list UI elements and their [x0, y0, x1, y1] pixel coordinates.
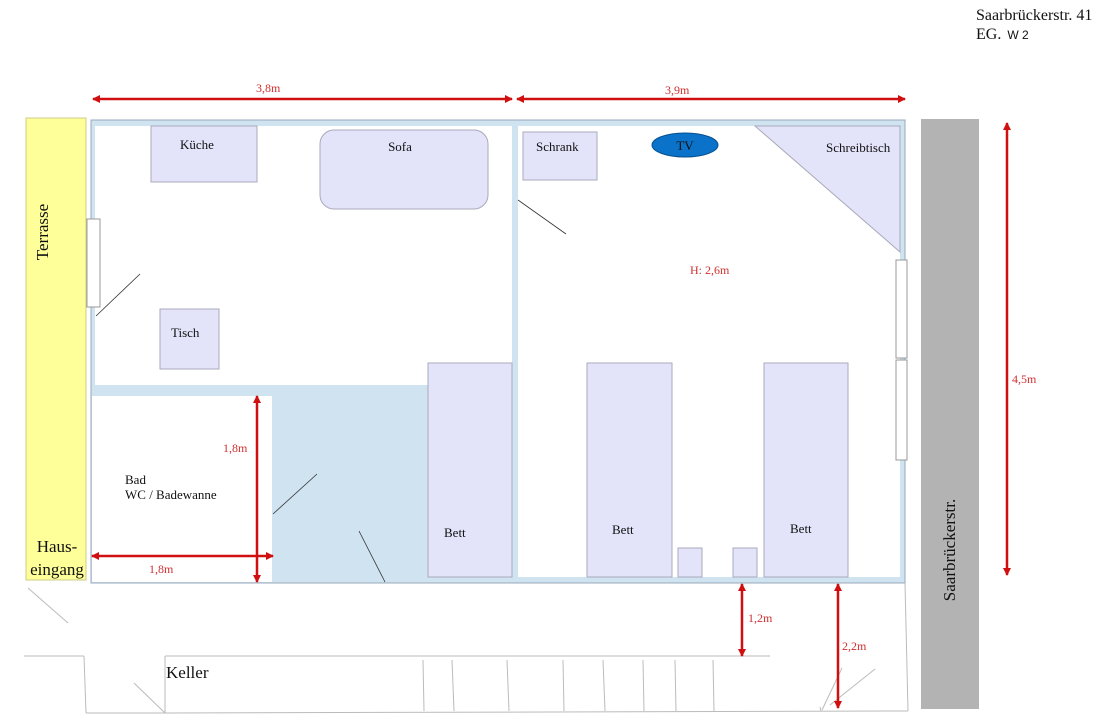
floor-text: EG.	[976, 26, 1002, 43]
bed-3-label: Bett	[790, 521, 812, 536]
tv-label: TV	[676, 138, 694, 153]
tv	[651, 132, 719, 158]
street	[921, 119, 979, 709]
gap-1-label: 1,2m	[748, 611, 773, 625]
window-right-1	[895, 259, 908, 359]
terrace-label: Terrasse	[33, 204, 52, 260]
cellar-outline	[24, 582, 909, 714]
nightstand-2	[732, 547, 758, 578]
left-width-label: 3,8m	[256, 81, 281, 95]
terrace	[25, 117, 87, 581]
bed-1-label: Bett	[444, 525, 466, 540]
dimension-arrows	[91, 95, 1011, 709]
window-right-2	[895, 359, 908, 461]
bed-3	[763, 362, 849, 578]
bath-width-label: 1,8m	[149, 562, 174, 576]
unit-text: W 2	[1007, 28, 1029, 42]
right-width-label: 3,9m	[665, 83, 690, 97]
bed-2-label: Bett	[612, 522, 634, 537]
bath-height-label: 1,8m	[223, 441, 248, 455]
gap-2-label: 2,2m	[842, 639, 867, 653]
window-left	[86, 218, 101, 308]
desk-label: Schreibtisch	[826, 140, 891, 155]
depth-label: 4,5m	[1012, 372, 1037, 386]
cellar-label: Keller	[166, 663, 209, 682]
sofa	[319, 129, 489, 210]
bath-label-2: WC / Badewanne	[125, 487, 217, 502]
entrance-label-1: Haus-	[37, 537, 78, 556]
entrance-label-2: eingang	[30, 560, 84, 579]
kitchen	[150, 125, 258, 183]
address-header: Saarbrückerstr. 41 EG. W 2	[976, 6, 1092, 45]
sofa-label: Sofa	[388, 139, 412, 154]
bed-1	[427, 362, 513, 578]
street-label: Saarbrückerstr.	[940, 499, 959, 601]
desk	[753, 125, 901, 254]
bed-2	[586, 362, 673, 578]
door-lines	[95, 199, 567, 583]
bathroom	[92, 396, 272, 582]
wardrobe	[522, 131, 598, 181]
wardrobe-label: Schrank	[536, 139, 579, 154]
kitchen-label: Küche	[180, 137, 214, 152]
room-height-label: H: 2,6m	[690, 263, 730, 277]
address-text: Saarbrückerstr. 41	[976, 7, 1093, 24]
nightstand-1	[677, 547, 703, 578]
table	[159, 308, 220, 370]
bath-label-1: Bad	[125, 472, 146, 487]
table-label: Tisch	[171, 325, 200, 340]
